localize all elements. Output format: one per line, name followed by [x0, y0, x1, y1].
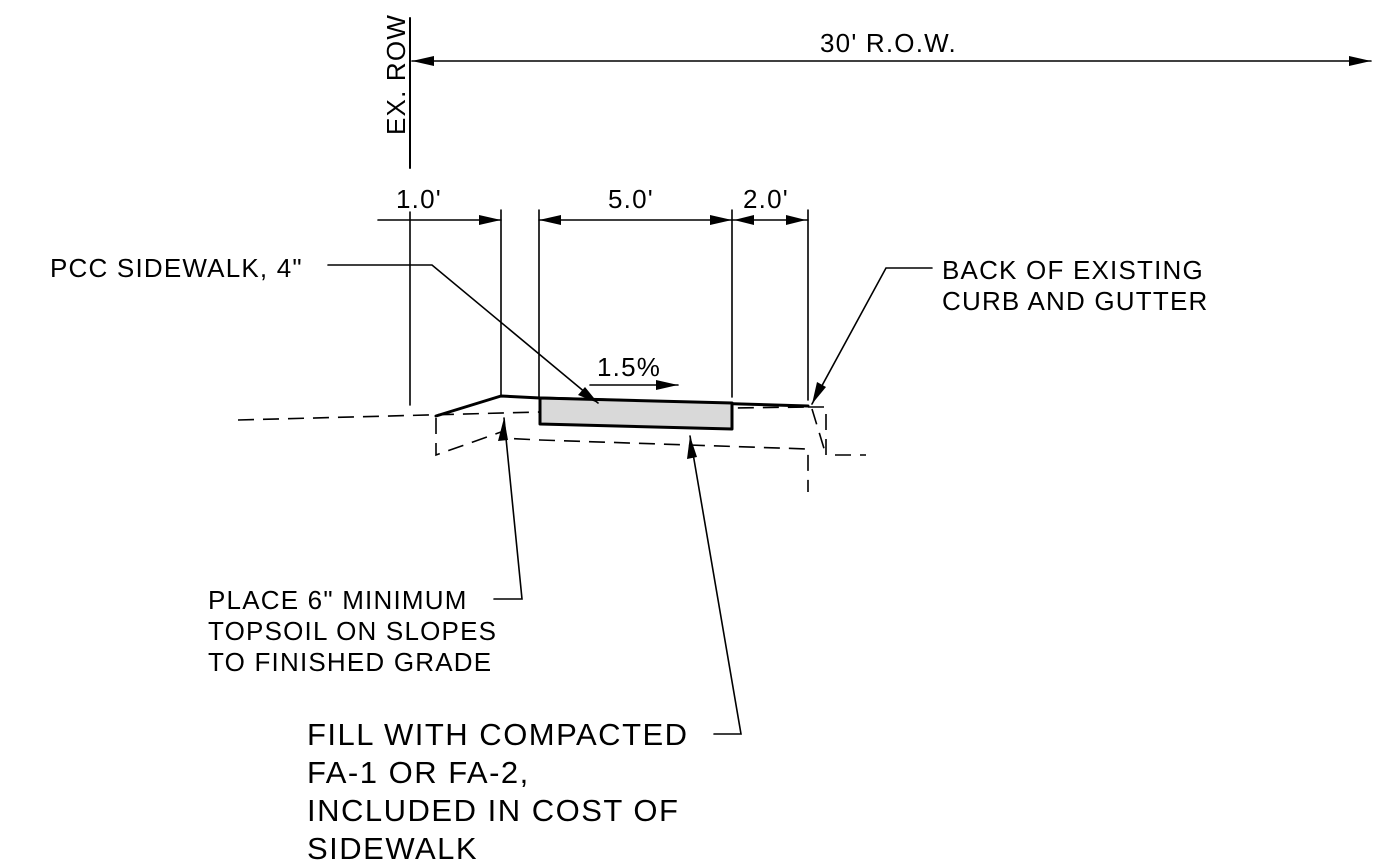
fill-leader-arrow	[687, 436, 697, 459]
dim-1-0-label: 1.0'	[396, 184, 442, 214]
topsoil-label-line-3: TO FINISHED GRADE	[208, 647, 492, 677]
fill-label-line-2: FA-1 OR FA-2,	[307, 755, 530, 790]
curb-leader	[811, 267, 933, 405]
row-arrow-right	[1349, 56, 1371, 66]
topsoil-leader	[493, 417, 523, 600]
sidewalk-leader	[327, 264, 599, 404]
fill-label-line-4: SIDEWALK	[307, 831, 478, 866]
fill-leader	[687, 435, 742, 735]
topsoil-label-line-2: TOPSOIL ON SLOPES	[208, 616, 497, 646]
pcc-sidewalk-slab	[538, 396, 734, 431]
topsoil-leader-arrow	[498, 418, 508, 441]
sidewalk-leader-arrow	[578, 387, 598, 403]
slope-arrow	[589, 380, 679, 390]
curb-leader-line	[811, 267, 933, 405]
dim-1-0-arrow	[479, 215, 501, 225]
slope-label: 1.5%	[597, 352, 661, 382]
fill-label-line-1: FILL WITH COMPACTED	[307, 717, 689, 752]
topsoil-leader-line	[493, 417, 523, 600]
row-width-label: 30' R.O.W.	[820, 28, 957, 58]
dim-5-0-arrow-right	[710, 215, 732, 225]
dim-1-0	[377, 215, 502, 225]
ex-row-label: EX. ROW	[381, 14, 411, 135]
dim-2-0-arrow-right	[786, 215, 806, 225]
slope-arrow-head	[656, 380, 678, 390]
existing-ground-line	[237, 406, 809, 421]
row-dimension	[411, 56, 1372, 66]
dim-5-0-label: 5.0'	[608, 184, 654, 214]
fill-leader-line	[689, 435, 742, 735]
sidewalk-label: PCC SIDEWALK, 4"	[50, 253, 303, 283]
curb-label-line-1: BACK OF EXISTING	[942, 255, 1204, 285]
fill-label-line-3: INCLUDED IN COST OF	[307, 793, 679, 828]
topsoil-label-line-1: PLACE 6" MINIMUM	[208, 585, 468, 615]
curb-leader-arrow	[812, 382, 826, 404]
dim-2-0	[731, 215, 809, 225]
existing-curb-outline	[808, 406, 866, 456]
curb-label-line-2: CURB AND GUTTER	[942, 286, 1208, 316]
existing-curb-face	[811, 408, 827, 456]
sidewalk-leader-line	[327, 264, 599, 404]
dim-5-0	[538, 215, 733, 225]
row-arrow-left	[412, 56, 434, 66]
dim-5-0-arrow-left	[539, 215, 561, 225]
dim-2-0-arrow-left	[734, 215, 754, 225]
dim-2-0-label: 2.0'	[743, 184, 789, 214]
excavation-line	[435, 418, 809, 492]
